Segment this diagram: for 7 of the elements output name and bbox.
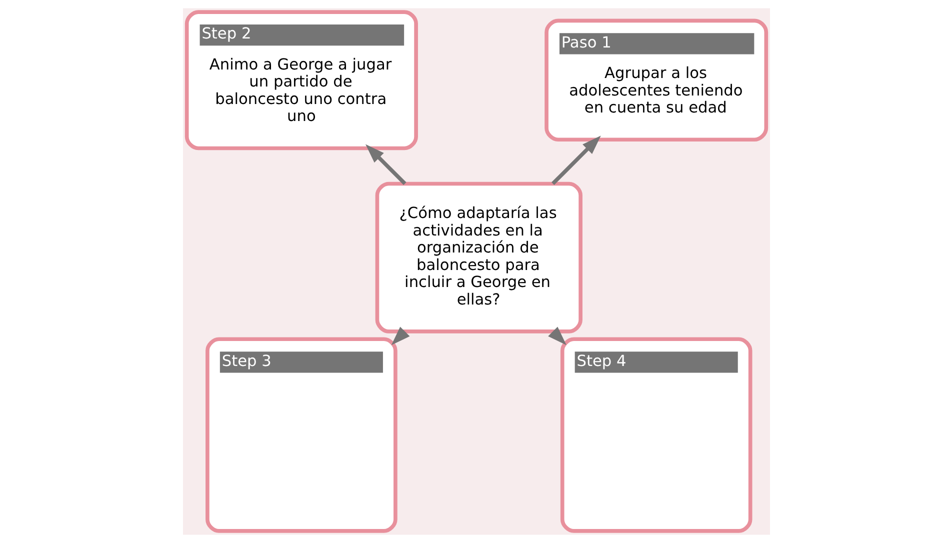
arrow: [551, 136, 600, 185]
node-box: Step 4: [560, 337, 752, 533]
node-box: Paso 1 Agrupar a los adolescentes teniendo en cuenta su edad: [544, 18, 768, 142]
node-box: Step 2 Animo a George a jugar un partido de baloncesto uno contra uno: [184, 10, 418, 150]
node-box: Step 3: [205, 337, 397, 533]
arrow: [390, 326, 410, 346]
arrow: [365, 144, 406, 185]
